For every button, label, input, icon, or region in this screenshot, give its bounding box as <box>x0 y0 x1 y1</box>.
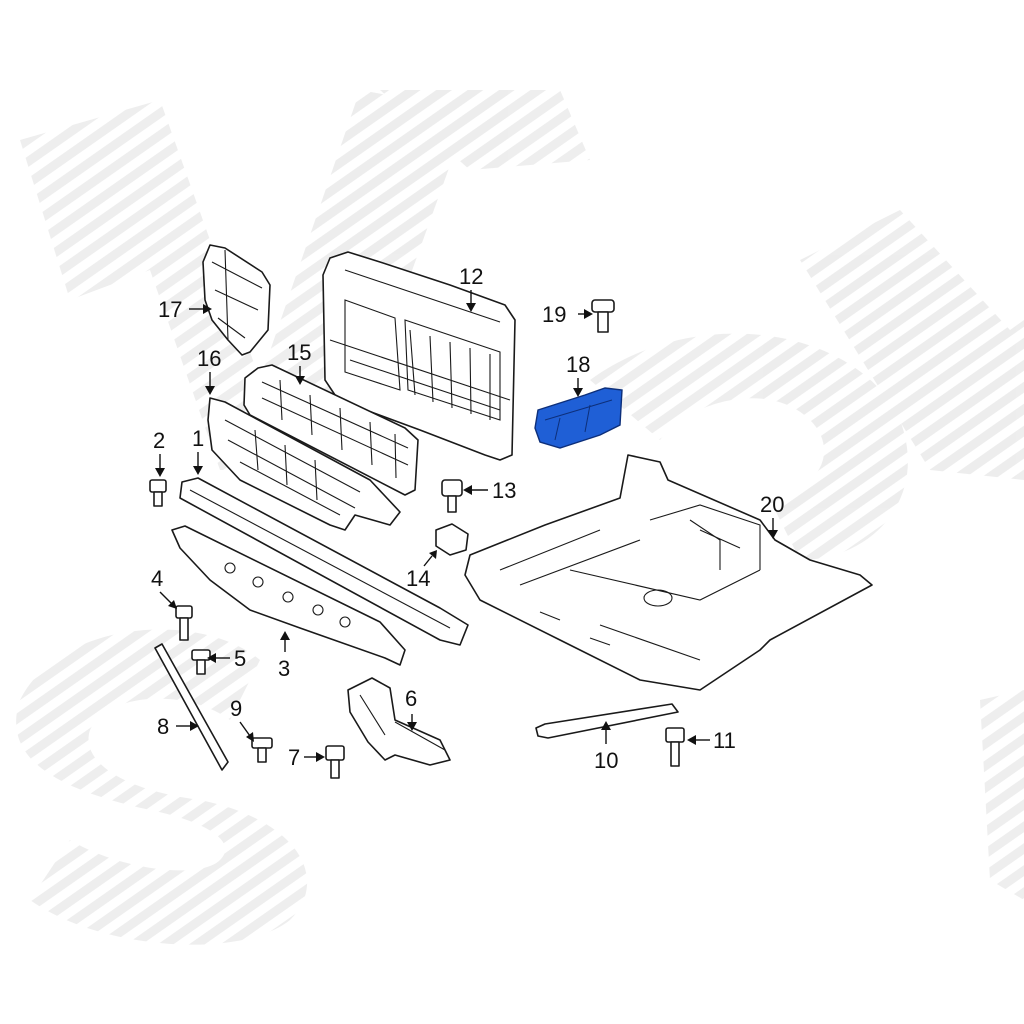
callout-18: 18 <box>566 352 590 377</box>
part-1-bumper-strip[interactable] <box>179 477 469 646</box>
fastener-9[interactable] <box>251 737 273 763</box>
part-17-air-duct[interactable] <box>202 244 271 356</box>
callout-13: 13 <box>492 478 516 503</box>
callout-1: 1 <box>192 426 204 451</box>
fastener-5[interactable] <box>191 649 211 675</box>
callout-12: 12 <box>459 264 483 289</box>
part-20-underbody-shield[interactable] <box>464 454 873 691</box>
callout-11: 11 <box>713 728 736 753</box>
fastener-2[interactable] <box>149 479 167 507</box>
fastener-14[interactable] <box>435 523 469 556</box>
callout-6: 6 <box>405 686 417 711</box>
part-15-inner-grille[interactable] <box>243 364 419 496</box>
callout-7: 7 <box>288 745 300 770</box>
fastener-11[interactable] <box>665 727 685 767</box>
part-3-air-deflector[interactable] <box>171 525 406 666</box>
callout-5: 5 <box>234 646 246 671</box>
part-18-highlighted-duct[interactable] <box>534 387 623 449</box>
callout-labels: 17 12 15 16 2 1 18 19 13 20 14 4 5 3 8 9… <box>151 264 784 773</box>
callout-8: 8 <box>157 714 169 739</box>
callout-15: 15 <box>287 340 311 365</box>
callout-3: 3 <box>278 656 290 681</box>
leader-lines <box>155 290 778 762</box>
part-10-strut[interactable] <box>535 703 679 739</box>
callout-14: 14 <box>406 566 430 591</box>
fastener-4[interactable] <box>175 605 193 641</box>
callout-17: 17 <box>158 297 182 322</box>
callout-19: 19 <box>542 302 566 327</box>
fastener-7[interactable] <box>325 745 345 779</box>
part-8-brace-rod[interactable] <box>154 643 229 771</box>
fastener-13[interactable] <box>441 479 463 513</box>
watermark <box>16 90 1024 945</box>
callout-10: 10 <box>594 748 618 773</box>
fastener-19[interactable] <box>591 299 615 333</box>
part-16-lower-grille[interactable] <box>207 397 401 531</box>
callout-20: 20 <box>760 492 784 517</box>
callout-2: 2 <box>153 428 165 453</box>
callout-9: 9 <box>230 696 242 721</box>
callout-16: 16 <box>197 346 221 371</box>
part-6-bracket[interactable] <box>347 677 451 766</box>
callout-4: 4 <box>151 566 163 591</box>
